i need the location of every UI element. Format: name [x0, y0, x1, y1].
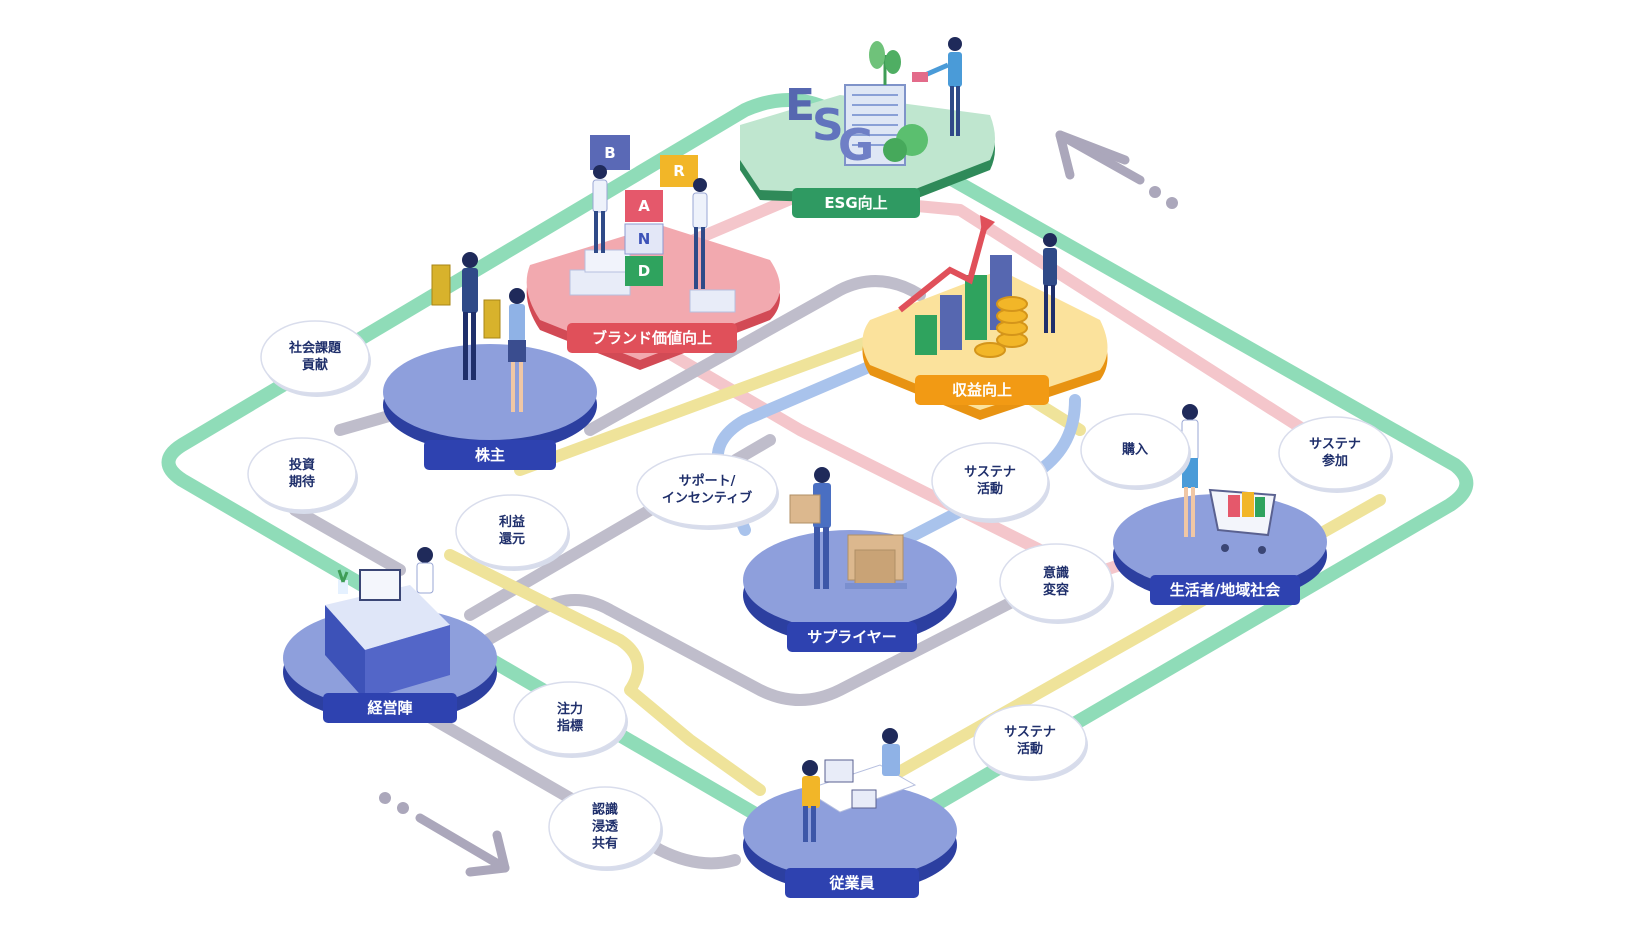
bubble-text-line: 活動 — [977, 481, 1003, 497]
bar-chart-icon — [898, 215, 1012, 355]
bubble-text-line: サステナ — [1004, 725, 1056, 740]
esg-hub: E S G ESG向上 — [740, 37, 995, 218]
management-label: 経営陣 — [367, 699, 412, 717]
person-courier-icon — [789, 467, 831, 589]
shareholders-label: 株主 — [475, 446, 505, 464]
person-employee-man-icon — [882, 728, 900, 776]
bubble-text-line: 投資 — [289, 457, 315, 473]
bubble-text-line: 購入 — [1121, 442, 1148, 458]
brand-block-r: R — [673, 162, 685, 180]
brand-block-d: D — [638, 262, 650, 280]
brand-block-a: A — [638, 197, 650, 215]
brand-block-n: N — [638, 230, 651, 248]
bubble-text-line: 還元 — [499, 531, 525, 547]
brand-hub: B R A N D ブランド価値向上 — [526, 135, 780, 370]
profit-hub: 収益向上 — [862, 215, 1108, 420]
person-shareholder-woman-icon — [483, 288, 526, 412]
person-watering-icon — [912, 37, 962, 136]
bubble-text-line: 参加 — [1322, 453, 1348, 469]
shareholders-node: 株主 — [383, 252, 597, 470]
coins-icon — [974, 296, 1028, 358]
shopping-cart-icon — [1208, 488, 1277, 554]
consumers-label: 生活者/地域社会 — [1170, 581, 1280, 599]
esg-letter-e: E — [785, 80, 815, 131]
bubble-text-line: サポート/ — [679, 473, 736, 489]
arrow-icon-bottom-left — [379, 792, 510, 877]
brand-block-b: B — [604, 144, 615, 162]
bubble-text-line: 浸透 — [592, 819, 618, 835]
bubble-text-line: サステナ — [1309, 437, 1361, 452]
esg-letter-g: G — [838, 120, 874, 171]
bubble-text-line: 認識 — [592, 802, 618, 818]
bubble-support-incentive: サポート/インセンティブ — [636, 453, 779, 530]
esg-letter-s: S — [812, 100, 844, 151]
arrow-icon-top-right — [1055, 130, 1178, 209]
suppliers-label: サプライヤー — [807, 628, 897, 646]
bubble-text-line: インセンティブ — [662, 490, 752, 506]
yellow-track-1 — [444, 324, 906, 796]
esg-label: ESG向上 — [824, 194, 887, 212]
brand-label: ブランド価値向上 — [592, 329, 712, 347]
profit-label: 収益向上 — [952, 381, 1012, 399]
bubble-text-line: 利益 — [499, 514, 525, 530]
bubble-text-line: 貢献 — [302, 357, 328, 373]
bubble-layer: 社会課題貢献投資期待利益還元サポート/インセンティブサステナ活動購入サステナ参加… — [247, 320, 1393, 871]
bubble-text-line: 共有 — [592, 836, 618, 852]
desk-computer-icon — [325, 547, 450, 700]
bubble-text-line: 注力 — [557, 701, 583, 717]
bubble-text-line: 社会課題 — [288, 340, 342, 356]
suppliers-node: サプライヤー — [743, 467, 957, 652]
person-businessman-profit-icon — [1043, 233, 1057, 333]
person-builder-left-icon — [592, 165, 608, 253]
employees-node: 従業員 — [743, 728, 957, 898]
bubble-text-line: 活動 — [1017, 741, 1043, 757]
management-node: 経営陣 — [283, 547, 497, 723]
bubble-text-line: サステナ — [964, 465, 1016, 480]
bubble-text-line: 期待 — [289, 474, 315, 490]
bubble-text-line: 意識 — [1043, 565, 1069, 581]
green-outer-track — [161, 93, 1474, 857]
person-employee-woman-icon — [802, 760, 820, 842]
bubble-purchase: 購入 — [1080, 413, 1191, 490]
office-desk-icon — [803, 759, 917, 813]
person-shareholder-man-icon — [431, 252, 478, 380]
employees-label: 従業員 — [828, 874, 874, 892]
person-builder-right-icon — [692, 178, 708, 289]
bubble-text-line: 変容 — [1043, 582, 1069, 598]
bubble-text-line: 指標 — [557, 718, 583, 734]
gray-track-3 — [394, 694, 741, 870]
boxes-pallet-icon — [845, 534, 907, 589]
